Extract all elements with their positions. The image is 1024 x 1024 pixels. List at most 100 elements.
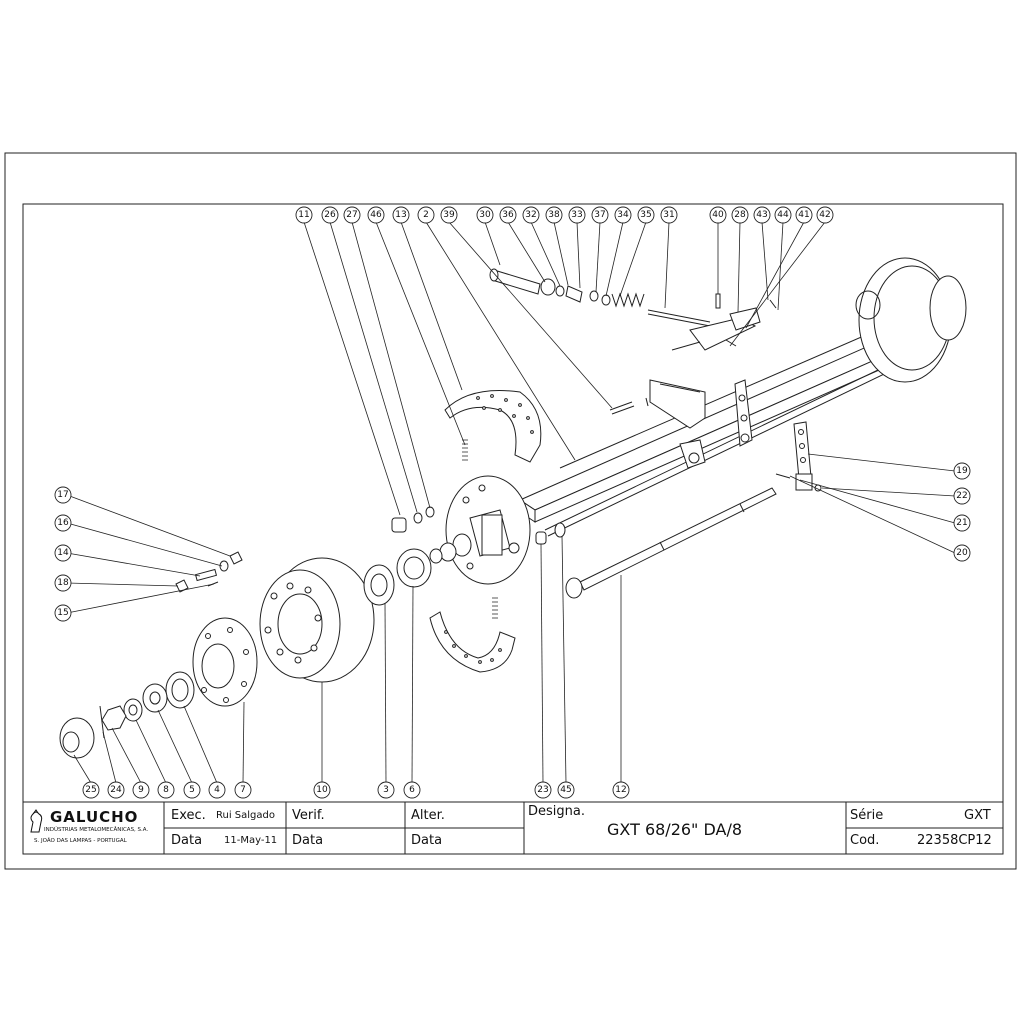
balloon-6: 6 xyxy=(403,781,421,799)
seal-rings xyxy=(363,548,432,606)
data-label-1: Data xyxy=(171,833,203,848)
bushings xyxy=(535,522,566,545)
balloon-circle xyxy=(534,781,552,799)
balloon-label: 37 xyxy=(594,210,605,220)
balloon-circle xyxy=(753,206,771,224)
balloon-circle xyxy=(132,781,150,799)
balloon-40: 40 xyxy=(709,206,727,224)
balloon-circle xyxy=(774,206,792,224)
balloon-26: 26 xyxy=(321,206,339,224)
balloon-label: 12 xyxy=(615,785,626,795)
balloon-label: 14 xyxy=(57,548,69,558)
balloon-label: 45 xyxy=(560,785,571,795)
balloon-20: 20 xyxy=(953,544,971,562)
camshaft xyxy=(565,487,777,599)
designa-label: Designa. xyxy=(528,804,585,819)
balloon-label: 40 xyxy=(712,210,724,220)
slack-adjuster xyxy=(775,421,822,492)
rooster-icon xyxy=(30,809,43,833)
balloon-circle xyxy=(54,604,72,622)
balloon-circle xyxy=(522,206,540,224)
balloon-label: 5 xyxy=(189,785,195,795)
balloon-21: 21 xyxy=(953,514,971,532)
backing-plate xyxy=(429,475,531,585)
balloon-11: 11 xyxy=(295,206,313,224)
balloon-circle xyxy=(54,544,72,562)
balloon-circle xyxy=(709,206,727,224)
balloon-label: 46 xyxy=(370,210,382,220)
balloon-36: 36 xyxy=(499,206,517,224)
data-label-3: Data xyxy=(411,833,443,848)
wheel-hub xyxy=(192,617,258,707)
pin-and-washers xyxy=(391,506,435,533)
balloon-label: 36 xyxy=(502,210,514,220)
balloon-circle xyxy=(499,206,517,224)
data-value-1: 11-May-11 xyxy=(224,835,278,846)
exec-label: Exec. xyxy=(171,808,206,823)
balloon-label: 13 xyxy=(395,210,406,220)
balloon-28: 28 xyxy=(731,206,749,224)
company-line-2: S. JOÃO DAS LAMPAS - PORTUGAL xyxy=(34,838,127,844)
balloon-3: 3 xyxy=(377,781,395,799)
balloon-circle xyxy=(343,206,361,224)
balloon-label: 10 xyxy=(316,785,328,795)
balloon-circle xyxy=(440,206,458,224)
balloon-label: 42 xyxy=(819,210,830,220)
axle-beam xyxy=(518,317,922,523)
balloon-circle xyxy=(367,206,385,224)
balloon-label: 6 xyxy=(409,785,415,795)
balloon-circle xyxy=(377,781,395,799)
inner-frame xyxy=(22,203,1004,855)
balloon-label: 38 xyxy=(548,210,560,220)
balloon-33: 33 xyxy=(568,206,586,224)
balloon-label: 7 xyxy=(240,785,246,795)
company-line-1: INDÚSTRIAS METALOMECÂNICAS, S.A. xyxy=(44,827,149,833)
designation: GXT 68/26" DA/8 xyxy=(607,820,743,839)
balloon-label: 22 xyxy=(956,491,967,501)
balloon-label: 20 xyxy=(956,548,968,558)
balloon-14: 14 xyxy=(54,544,72,562)
grease-parts xyxy=(175,551,243,593)
balloon-17: 17 xyxy=(54,486,72,504)
balloon-label: 25 xyxy=(85,785,96,795)
balloon-circle xyxy=(321,206,339,224)
balloon-circle xyxy=(795,206,813,224)
balloon-18: 18 xyxy=(54,574,72,592)
balloon-circle xyxy=(816,206,834,224)
balloon-42: 42 xyxy=(816,206,834,224)
serie-value: GXT xyxy=(964,808,991,823)
balloon-5: 5 xyxy=(183,781,201,799)
balloon-label: 17 xyxy=(57,490,68,500)
balloon-label: 15 xyxy=(57,608,68,618)
balloon-circle xyxy=(637,206,655,224)
spring-brackets xyxy=(649,379,753,469)
serie-label: Série xyxy=(850,808,884,823)
balloon-circle xyxy=(54,514,72,532)
balloon-label: 11 xyxy=(298,210,309,220)
balloon-circle xyxy=(54,574,72,592)
balloon-13: 13 xyxy=(392,206,410,224)
balloon-circle xyxy=(953,462,971,480)
balloon-circle xyxy=(417,206,435,224)
balloon-circle xyxy=(953,514,971,532)
balloon-circle xyxy=(953,487,971,505)
balloon-label: 24 xyxy=(110,785,122,795)
balloon-circle xyxy=(54,486,72,504)
balloon-label: 21 xyxy=(956,518,967,528)
balloon-10: 10 xyxy=(313,781,331,799)
balloon-circle xyxy=(731,206,749,224)
title-block xyxy=(23,801,1003,854)
balloon-43: 43 xyxy=(753,206,771,224)
balloon-31: 31 xyxy=(660,206,678,224)
exec-value: Rui Salgado xyxy=(216,810,275,821)
balloon-25: 25 xyxy=(82,781,100,799)
company-name: GALUCHO xyxy=(50,808,139,826)
balloon-circle xyxy=(183,781,201,799)
balloon-circle xyxy=(392,206,410,224)
balloon-label: 27 xyxy=(346,210,357,220)
balloon-label: 44 xyxy=(777,210,789,220)
balloon-circle xyxy=(614,206,632,224)
balloon-16: 16 xyxy=(54,514,72,532)
